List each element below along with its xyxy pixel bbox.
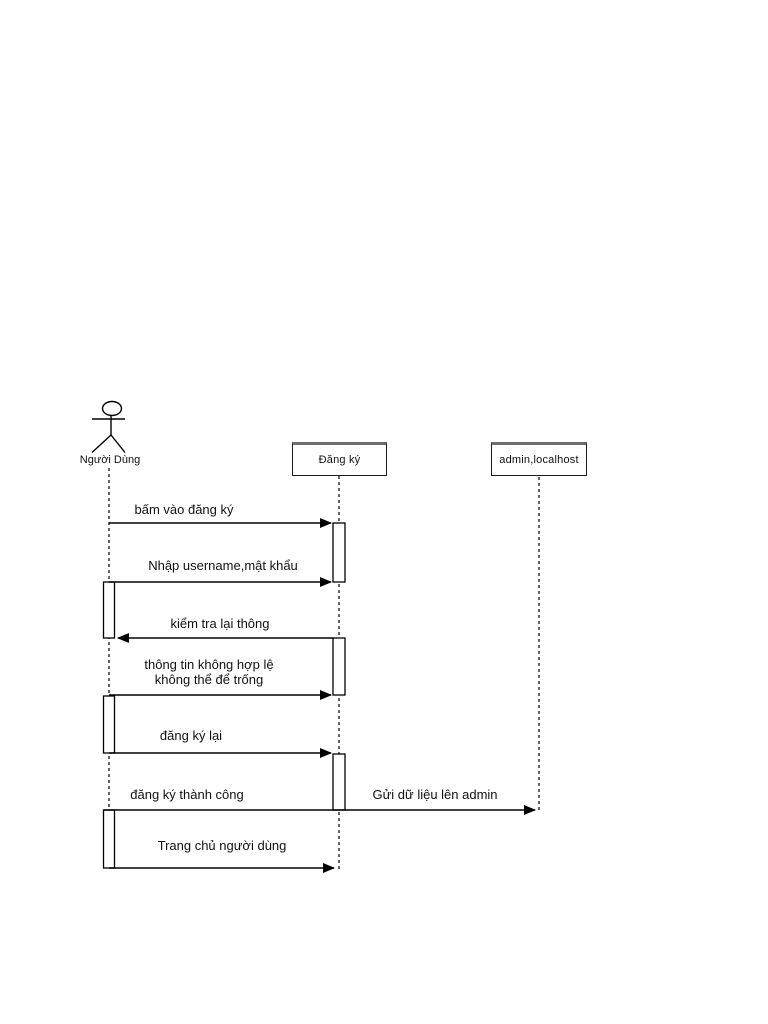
message-label-3: kiểm tra lại thông xyxy=(170,616,270,631)
message-label-4-line1: thông tin không hợp lệ xyxy=(144,657,274,672)
actor-head xyxy=(101,400,123,417)
message-label-8: Trang chủ người dùng xyxy=(157,838,287,853)
activation-bar xyxy=(102,695,116,754)
activation-bar xyxy=(332,753,346,811)
actor-label: Người Dùng xyxy=(79,454,141,466)
message-label-7: Gửi dữ liệu lên admin xyxy=(372,787,498,802)
activation-bar xyxy=(102,809,116,869)
activation-bar xyxy=(102,581,116,639)
actor-leg-right xyxy=(110,434,126,453)
actor-leg-left xyxy=(91,434,112,454)
object-box-dangky: Đăng ký xyxy=(292,442,387,476)
message-label-4-line2: không thể để trống xyxy=(154,672,264,687)
activation-bar xyxy=(332,522,346,583)
message-label-5: đăng ký lại xyxy=(159,728,223,743)
message-label-1: bấm vào đăng ký xyxy=(134,502,234,517)
object-label-admin: admin,localhost xyxy=(499,454,579,466)
object-box-admin: admin,localhost xyxy=(491,442,587,476)
message-label-2: Nhập username,mật khẩu xyxy=(148,558,298,573)
actor-figure xyxy=(91,400,126,454)
message-label-6: đăng ký thành công xyxy=(130,787,244,802)
message-label-4: thông tin không hợp lệ không thể để trốn… xyxy=(144,657,273,687)
activation-bar xyxy=(332,637,346,696)
object-label-dangky: Đăng ký xyxy=(318,454,361,466)
